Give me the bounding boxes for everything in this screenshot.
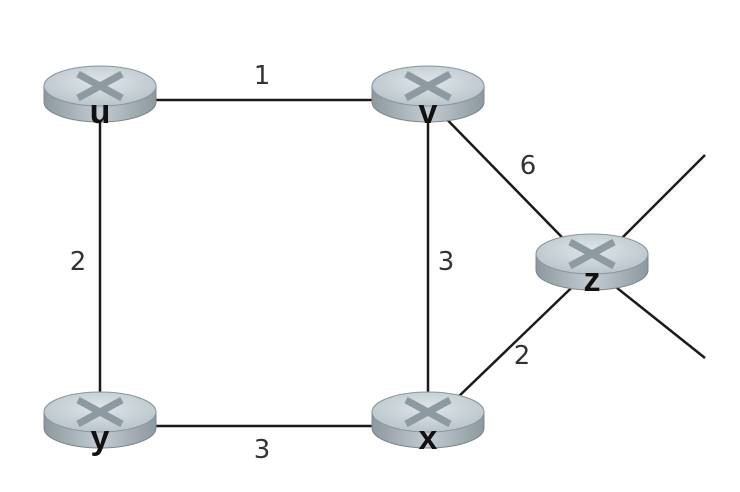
link-cost-y-x: 3 — [254, 435, 271, 465]
router-y[interactable]: y — [43, 391, 157, 457]
link-cost-v-z: 6 — [520, 151, 537, 181]
router-label-z: z — [584, 261, 601, 299]
router-label-x: x — [419, 419, 438, 457]
router-label-v: v — [419, 93, 438, 131]
router-z[interactable]: z — [535, 233, 649, 299]
router-x-icon — [76, 396, 124, 428]
router-u[interactable]: u — [43, 65, 157, 131]
link-cost-u-v: 1 — [254, 61, 271, 91]
router-x[interactable]: x — [371, 391, 485, 457]
router-label-y: y — [91, 419, 110, 457]
link-cost-x-z: 2 — [514, 341, 531, 371]
router-x-icon — [568, 238, 616, 270]
router-x-icon — [404, 396, 452, 428]
router-v[interactable]: v — [371, 65, 485, 131]
link-cost-u-y: 2 — [70, 247, 87, 277]
router-label-u: u — [90, 93, 111, 131]
router-x-icon — [404, 70, 452, 102]
link-cost-v-x: 3 — [438, 247, 455, 277]
router-x-icon — [76, 70, 124, 102]
